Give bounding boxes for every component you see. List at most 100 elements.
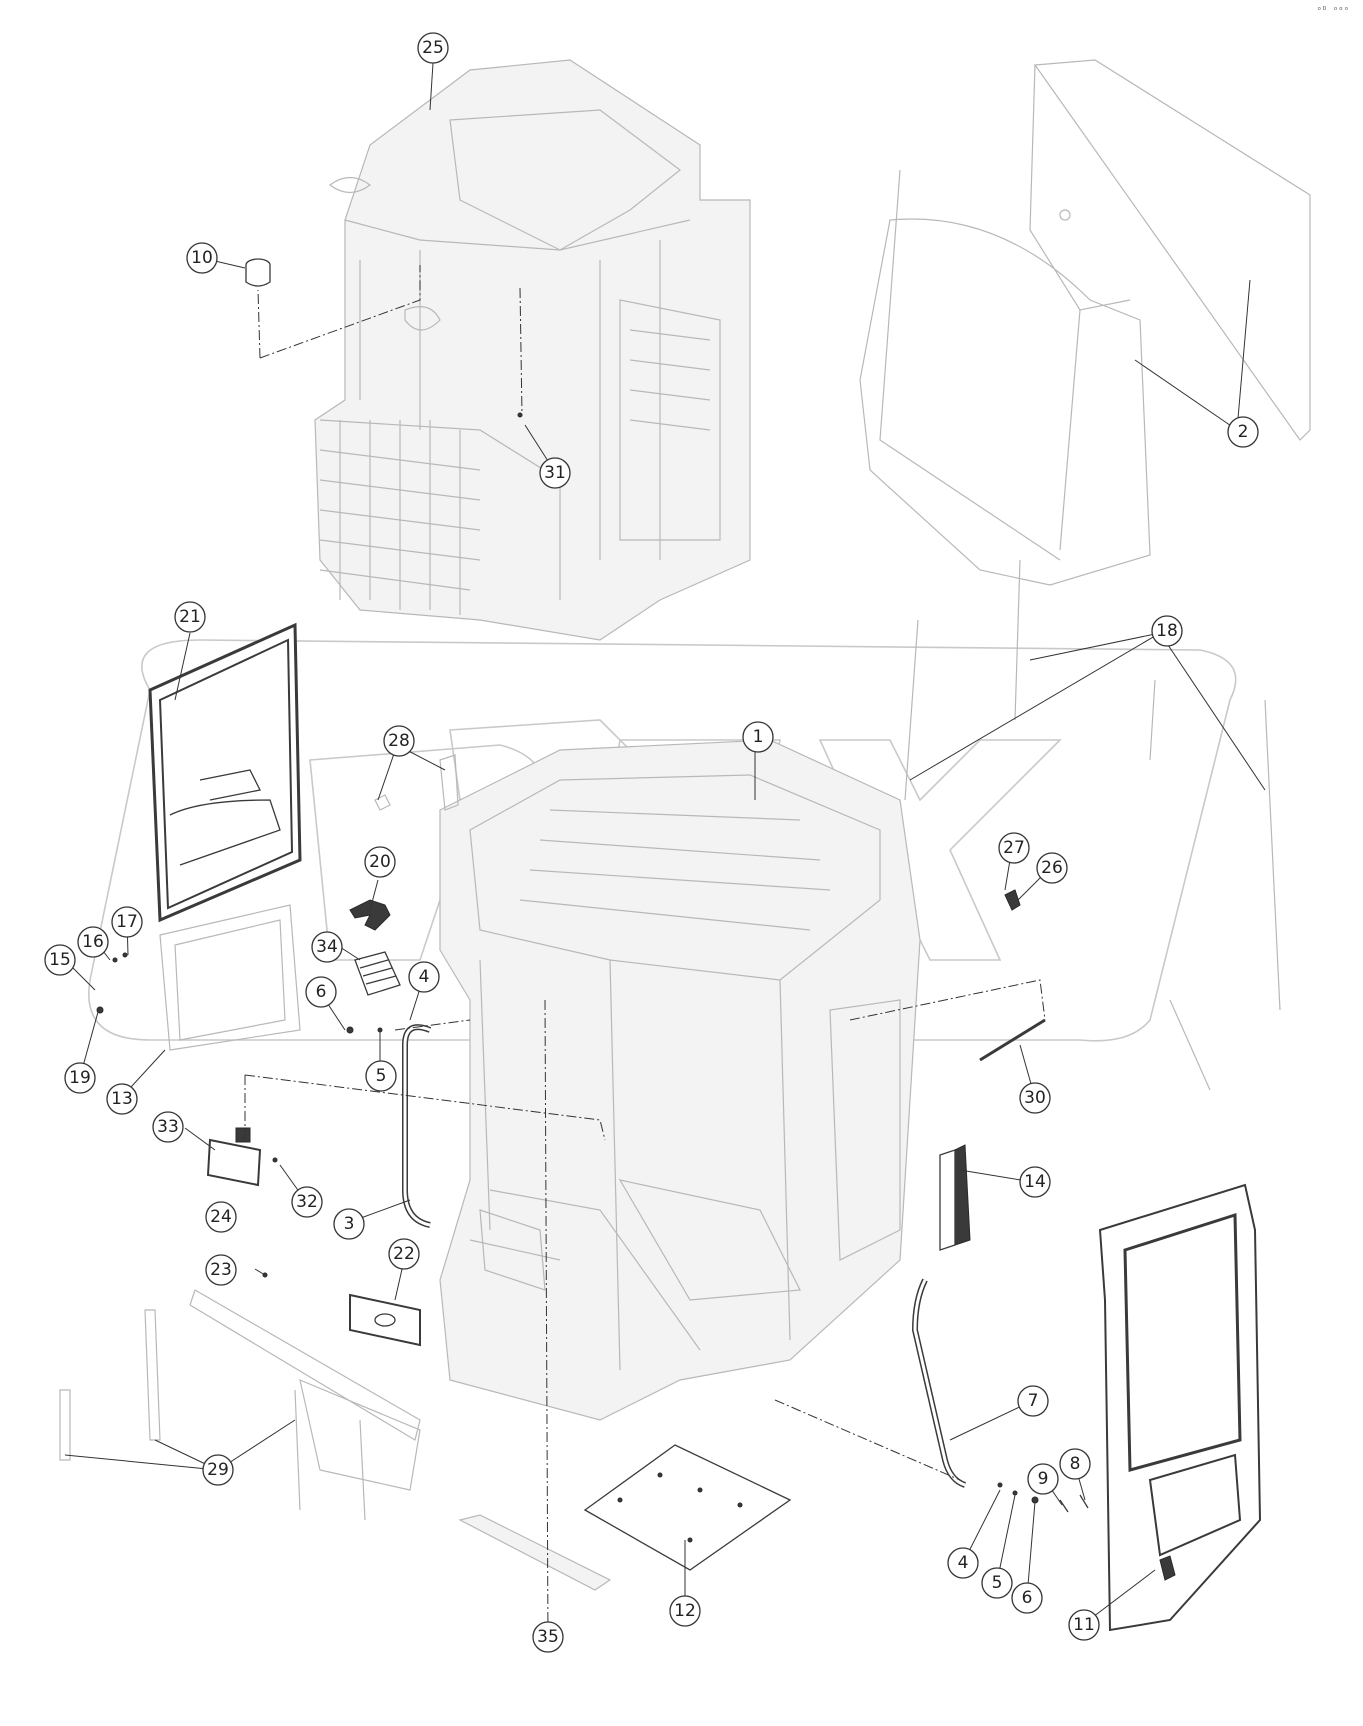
callout-9: 9: [1027, 1463, 1059, 1495]
grab-handle-left: [402, 1024, 432, 1228]
callout-8: 8: [1059, 1448, 1091, 1480]
callout-5-lower-label: 5: [992, 1573, 1003, 1593]
roof-panel: [859, 59, 1311, 586]
cab-body-lower: [439, 739, 921, 1421]
callout-33-label: 33: [157, 1117, 179, 1137]
bracket-28: [374, 754, 459, 811]
callout-11: 11: [1068, 1609, 1100, 1641]
callout-5-upper-label: 5: [376, 1066, 387, 1086]
callout-3: 3: [333, 1208, 365, 1240]
callout-20-label: 20: [369, 852, 391, 872]
callout-15-label: 15: [49, 950, 71, 970]
callout-27-label: 27: [1003, 838, 1025, 858]
callout-26: 26: [1036, 852, 1068, 884]
callout-35: 35: [532, 1621, 564, 1653]
lower-frame-29: [59, 1289, 421, 1521]
callout-19: 19: [64, 1062, 96, 1094]
callout-29: 29: [202, 1454, 234, 1486]
rail-35: [458, 1514, 612, 1591]
callout-31: 31: [539, 457, 571, 489]
callout-13: 13: [106, 1083, 138, 1115]
panel-14: [939, 1144, 971, 1251]
callout-32-label: 32: [296, 1192, 318, 1212]
seal-strips: [904, 559, 1281, 1091]
strut-30: [979, 1018, 1046, 1062]
callout-5-upper: 5: [365, 1060, 397, 1092]
floor-plate-12: [583, 1444, 792, 1571]
callout-18-label: 18: [1156, 621, 1178, 641]
callout-2-label: 2: [1238, 422, 1249, 442]
callout-23: 23: [205, 1254, 237, 1286]
fasteners: [96, 412, 1089, 1513]
callout-27: 27: [998, 832, 1030, 864]
callout-8-label: 8: [1070, 1454, 1081, 1474]
callout-7-label: 7: [1028, 1391, 1039, 1411]
callout-5-lower: 5: [981, 1567, 1013, 1599]
callout-21-label: 21: [179, 607, 201, 627]
callout-6-lower: 6: [1011, 1582, 1043, 1614]
callout-25-label: 25: [422, 38, 444, 58]
callout-15: 15: [44, 944, 76, 976]
grab-handle-right: [911, 1278, 967, 1488]
callout-2: 2: [1227, 416, 1259, 448]
step-34: [354, 951, 401, 996]
callout-1: 1: [742, 721, 774, 753]
callout-20: 20: [364, 846, 396, 878]
callout-12: 12: [669, 1595, 701, 1627]
plate-22: [349, 1293, 421, 1347]
callout-23-label: 23: [210, 1260, 232, 1280]
latch-20: [349, 899, 391, 931]
callout-16-label: 16: [82, 932, 104, 952]
callout-34: 34: [311, 931, 343, 963]
callout-28-label: 28: [388, 731, 410, 751]
callout-19-label: 19: [69, 1068, 91, 1088]
callout-31-label: 31: [544, 463, 566, 483]
callout-13-label: 13: [111, 1089, 133, 1109]
callout-22: 22: [388, 1238, 420, 1270]
callout-17-label: 17: [116, 912, 138, 932]
callout-4-lower-label: 4: [958, 1553, 969, 1573]
callout-4-upper: 4: [408, 961, 440, 993]
side-glass-panel: [159, 904, 301, 1051]
corner-mark: ᵒᴰ ᵒᵒᵒ: [1316, 6, 1349, 16]
callout-32: 32: [291, 1186, 323, 1218]
callout-35-label: 35: [537, 1627, 559, 1647]
callout-29-label: 29: [207, 1460, 229, 1480]
callout-22-label: 22: [393, 1244, 415, 1264]
callout-21: 21: [174, 601, 206, 633]
callout-1-label: 1: [753, 727, 764, 747]
callout-6-lower-label: 6: [1022, 1588, 1033, 1608]
callout-16: 16: [77, 926, 109, 958]
callout-30-label: 30: [1024, 1088, 1046, 1108]
callout-14: 14: [1019, 1166, 1051, 1198]
callout-4-lower: 4: [947, 1547, 979, 1579]
door-11: [1098, 1183, 1262, 1632]
knob-10: [245, 258, 271, 287]
callout-28: 28: [383, 725, 415, 757]
callout-6-upper-label: 6: [316, 982, 327, 1002]
callout-6-upper: 6: [305, 976, 337, 1008]
hinge-26: [1004, 889, 1021, 911]
callout-25: 25: [417, 32, 449, 64]
callout-12-label: 12: [674, 1601, 696, 1621]
callout-10: 10: [186, 242, 218, 274]
callout-7: 7: [1017, 1385, 1049, 1417]
callout-33: 33: [152, 1111, 184, 1143]
cab-frame-upper: [314, 59, 751, 641]
callout-30: 30: [1019, 1082, 1051, 1114]
mirror-33: [206, 1127, 262, 1187]
callout-24-label: 24: [210, 1207, 232, 1227]
callout-18: 18: [1151, 615, 1183, 647]
callout-24: 24: [205, 1201, 237, 1233]
callout-11-label: 11: [1073, 1615, 1095, 1635]
callout-3-label: 3: [344, 1214, 355, 1234]
callout-26-label: 26: [1041, 858, 1063, 878]
callout-34-label: 34: [316, 937, 338, 957]
callout-14-label: 14: [1024, 1172, 1046, 1192]
callouts: 25 10 31 2 18 21 28 1 20 27 26 17 16 15 …: [44, 32, 1259, 1653]
callout-10-label: 10: [191, 248, 213, 268]
window-frame: [148, 622, 302, 923]
callout-9-label: 9: [1038, 1469, 1049, 1489]
